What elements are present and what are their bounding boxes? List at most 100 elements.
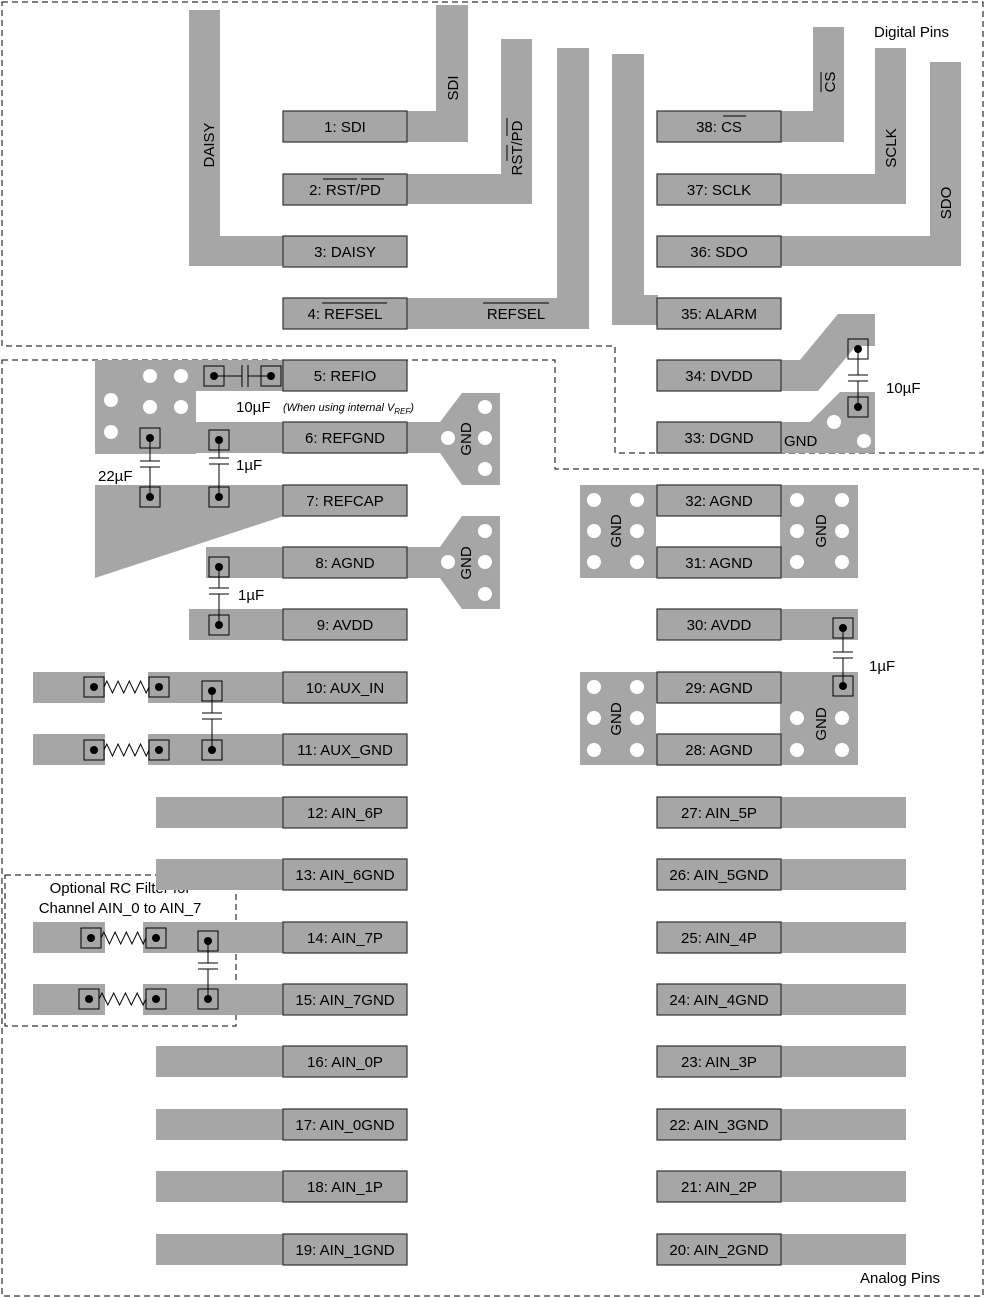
pin-label: 30: AVDD [687, 617, 752, 634]
pin-pad [656, 921, 782, 954]
pin-label: 4: REFSEL [307, 306, 382, 323]
left-pin-9: 9: AVDD [282, 608, 408, 641]
pin-pad [282, 546, 408, 579]
pin-pad [282, 733, 408, 766]
pin-label: 34: DVDD [685, 368, 753, 385]
left-pin-11: 11: AUX_GND [282, 733, 408, 766]
right-pin-4: 35: ALARM [656, 297, 782, 330]
left-pin-5: 5: REFIO [282, 359, 408, 392]
left-pin-2: 2: RST/PD [282, 173, 408, 206]
pin-label: 36: SDO [690, 244, 748, 261]
cap-refcap-big-value: 22µF [98, 468, 133, 485]
refio-note: (When using internal VREF) [283, 402, 414, 416]
pour-gap-28-29 [656, 703, 780, 734]
cap-rc-filter [198, 941, 218, 999]
trace-label-sdi: SDI [445, 75, 462, 100]
right-pin-1: 38: CS [656, 110, 782, 143]
pin-pad [656, 359, 782, 392]
resistor [103, 742, 150, 758]
pin-label: 7: REFCAP [306, 493, 384, 510]
trace-label-sdo: SDO [938, 187, 955, 220]
copper-digital-left [189, 5, 589, 329]
gnd-label-refgnd: GND [458, 422, 475, 456]
pin-label: 19: AIN_1GND [295, 1242, 394, 1259]
cap-refcap-big [140, 438, 160, 497]
right-pin-16: 23: AIN_3P [656, 1045, 782, 1078]
right-pin-5: 34: DVDD [656, 359, 782, 392]
rc-filter-region-border [4, 874, 237, 1027]
pin-label: 11: AUX_GND [297, 742, 393, 759]
right-pin-9: 30: AVDD [656, 608, 782, 641]
right-pin-8: 31: AGND [656, 546, 782, 579]
right-pin-10: 29: AGND [656, 671, 782, 704]
resistors [98, 679, 150, 1007]
right-pin-pads: 38: CS 37: SCLK 36: SDO 35: ALARM 34: DVDD 33… [656, 110, 782, 1266]
pin-label: 1: SDI [324, 119, 366, 136]
pin-label: 23: AIN_3P [681, 1054, 757, 1071]
left-pin-17: 17: AIN_0GND [282, 1108, 408, 1141]
gnd-label-dgnd: GND [784, 433, 818, 450]
pin-pad [282, 1045, 408, 1078]
pin-pad [656, 733, 782, 766]
pin-label: 29: AGND [685, 680, 753, 697]
analog-region-border [1, 359, 984, 1297]
cap-avdd-right-value: 1µF [869, 658, 895, 675]
pin-pad [282, 1108, 408, 1141]
pin-pad [282, 608, 408, 641]
pin-label: 37: SCLK [687, 182, 751, 199]
pin-label: 9: AVDD [317, 617, 374, 634]
cap-refcap-small [209, 440, 229, 497]
pin-label: 2: RST/PD [309, 182, 381, 199]
right-pin-17: 22: AIN_3GND [656, 1108, 782, 1141]
via-holes [104, 369, 871, 757]
right-pin-11: 28: AGND [656, 733, 782, 766]
gnd-label-32-left: GND [608, 514, 625, 548]
trace-label-sclk: SCLK [883, 128, 900, 167]
pin-label: 21: AIN_2P [681, 1179, 757, 1196]
trace-label-rst-pd: RST/PD [509, 120, 526, 175]
resistor [98, 991, 147, 1007]
right-pin-14: 25: AIN_4P [656, 921, 782, 954]
left-pin-4: 4: REFSEL [282, 297, 408, 330]
left-pin-12: 12: AIN_6P [282, 796, 408, 829]
pin-pad [656, 671, 782, 704]
left-pin-10: 10: AUX_IN [282, 671, 408, 704]
digital-pins-label: Digital Pins [874, 24, 949, 41]
trace-label-daisy: DAISY [201, 122, 218, 167]
right-pin-18: 21: AIN_2P [656, 1170, 782, 1203]
pin-label: 33: DGND [684, 430, 753, 447]
gnd-label-32-right: GND [813, 514, 830, 548]
gnd-label-29-left: GND [608, 702, 625, 736]
left-pin-1: 1: SDI [282, 110, 408, 143]
cap-aux [202, 691, 222, 750]
pin-label: 14: AIN_7P [307, 930, 383, 947]
pin-pad [282, 983, 408, 1016]
pin-pad [656, 858, 782, 891]
pin-pad [656, 608, 782, 641]
cap-avdd-value: 1µF [238, 587, 264, 604]
pin-pad [656, 1233, 782, 1266]
pin-label: 38: CS [696, 119, 742, 136]
pin-label: 31: AGND [685, 555, 753, 572]
left-pin-6: 6: REFGND [282, 421, 408, 454]
left-pin-16: 16: AIN_0P [282, 1045, 408, 1078]
pin-label: 35: ALARM [681, 306, 757, 323]
pin-label: 16: AIN_0P [307, 1054, 383, 1071]
right-pin-15: 24: AIN_4GND [656, 983, 782, 1016]
resistor [100, 930, 147, 946]
pin-pad [656, 110, 782, 143]
pin-label: 5: REFIO [314, 368, 377, 385]
pin-pad [656, 796, 782, 829]
pin-label: 26: AIN_5GND [669, 867, 768, 884]
right-pin-12: 27: AIN_5P [656, 796, 782, 829]
pin-pad [282, 1170, 408, 1203]
left-pin-13: 13: AIN_6GND [282, 858, 408, 891]
pin-label: 13: AIN_6GND [295, 867, 394, 884]
pin-pad [282, 110, 408, 143]
pin-pad [656, 546, 782, 579]
pin-pad [282, 1233, 408, 1266]
cap-refcap-small-value: 1µF [236, 457, 262, 474]
right-pin-19: 20: AIN_2GND [656, 1233, 782, 1266]
